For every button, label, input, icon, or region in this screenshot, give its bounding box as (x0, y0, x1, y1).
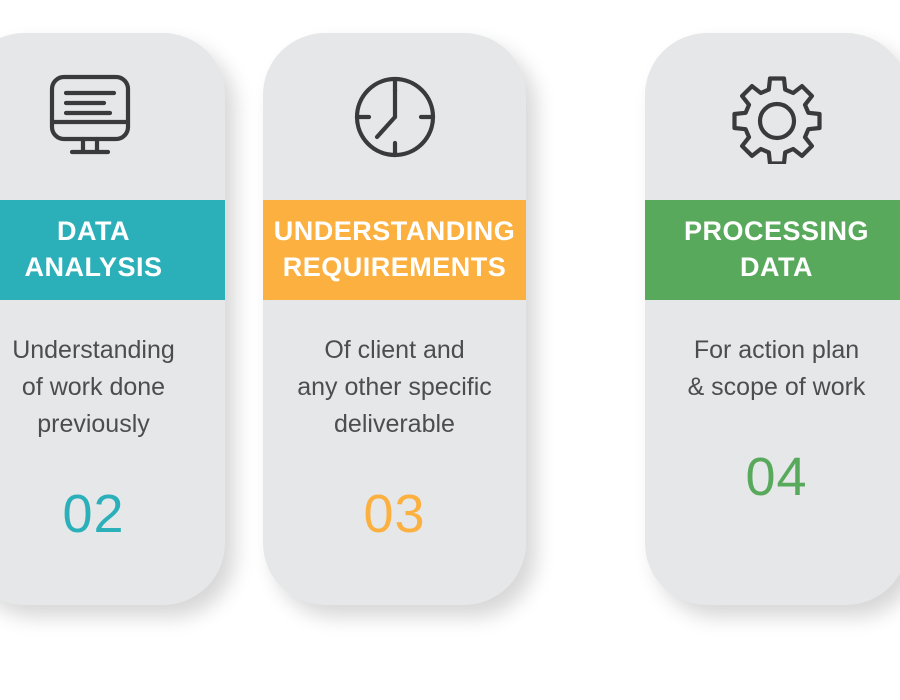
card-description-line-2: any other specific (297, 373, 492, 401)
card-title-band: UNDERSTANDING REQUIREMENTS (263, 200, 526, 300)
card-title-line-1: DATA (57, 216, 130, 247)
card-title-line-1: UNDERSTANDING (273, 216, 516, 247)
card-description: For action plan & scope of work (645, 332, 900, 406)
card-description: Of client and any other specific deliver… (263, 332, 526, 443)
step-card-data-analysis[interactable]: DATA ANALYSIS Understanding of work done… (0, 33, 225, 605)
card-title-band: PROCESSING DATA (645, 200, 900, 300)
card-description-line-3: previously (37, 410, 150, 438)
gear-icon (645, 33, 900, 200)
card-title-band: DATA ANALYSIS (0, 200, 225, 300)
card-description-line-1: Of client and (324, 336, 465, 364)
card-description-line-3: deliverable (334, 410, 455, 438)
card-description-line-1: For action plan (693, 336, 860, 364)
card-description-line-2: & scope of work (687, 373, 866, 401)
card-description-line-2: of work done (21, 373, 166, 401)
step-number: 04 (745, 447, 808, 507)
step-card-understanding-requirements[interactable]: UNDERSTANDING REQUIREMENTS Of client and… (263, 33, 526, 605)
card-title-line-1: PROCESSING (683, 216, 870, 247)
step-number: 02 (62, 484, 125, 544)
step-card-processing-data[interactable]: PROCESSING DATA For action plan & scope … (645, 33, 900, 605)
card-description: Understanding of work done previously (0, 332, 225, 443)
card-description-line-1: Understanding (12, 336, 175, 364)
clock-icon (263, 33, 526, 200)
card-title-line-2: ANALYSIS (24, 252, 163, 282)
monitor-document-icon (0, 33, 225, 200)
card-title-line-2: DATA (740, 252, 813, 282)
card-title-line-2: REQUIREMENTS (282, 252, 507, 282)
step-number: 03 (363, 484, 426, 544)
